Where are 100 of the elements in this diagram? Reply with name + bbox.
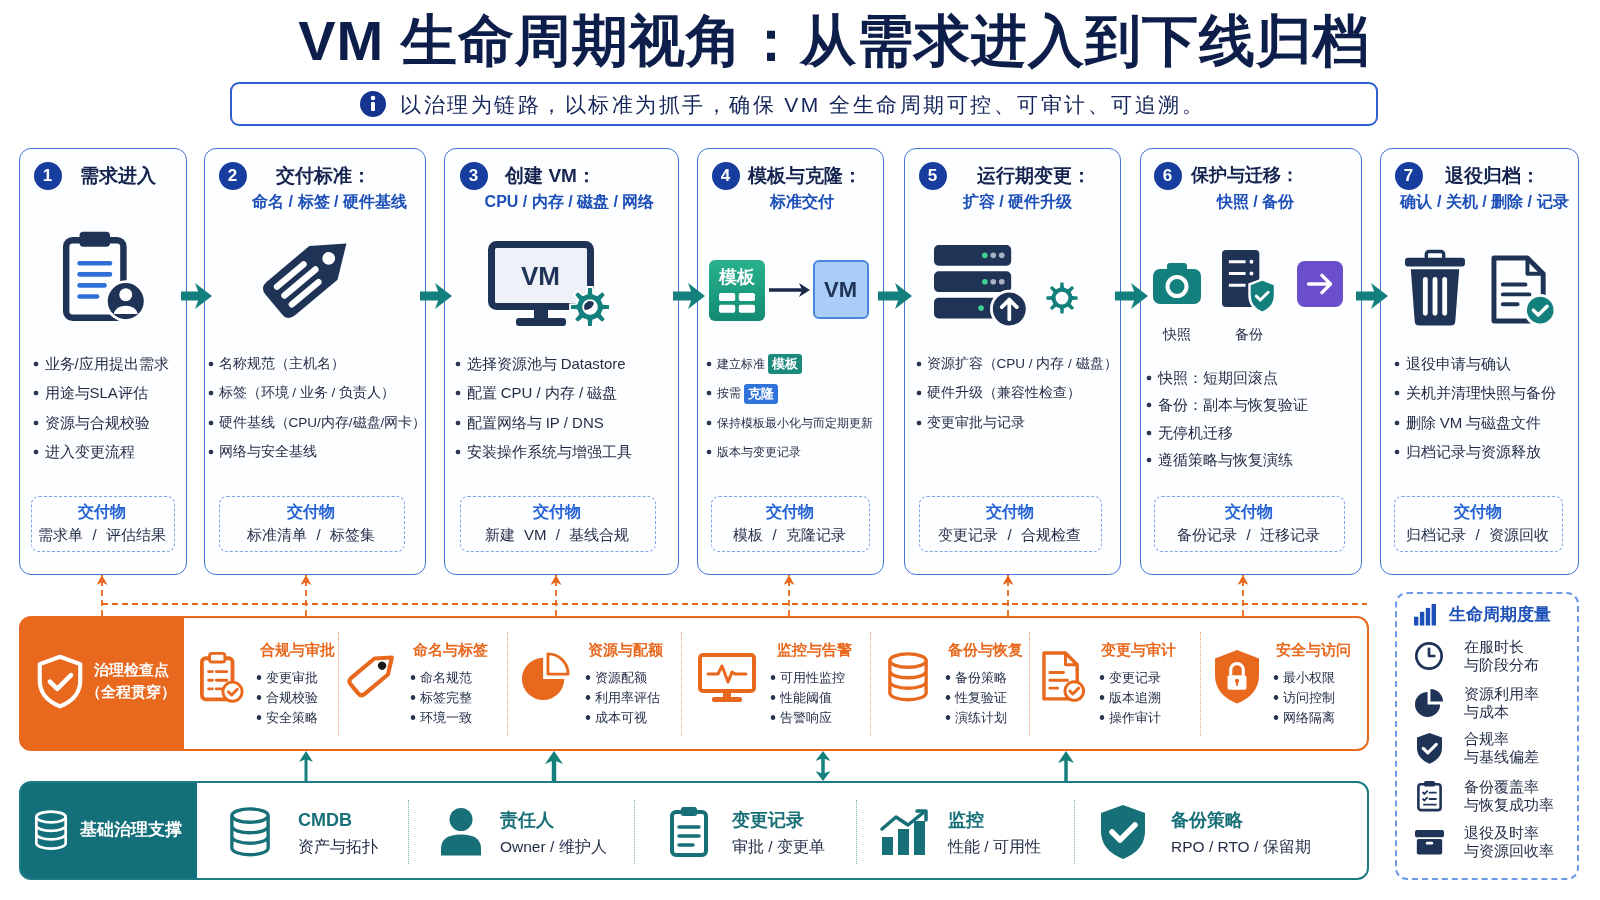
- section-heading: 安全与访问: [1276, 640, 1351, 660]
- page-title: VM 生命周期视角：从需求进入到下线归档: [298, 8, 1370, 74]
- arrow: [181, 283, 212, 309]
- bullet-item: 备份策略: [945, 668, 1007, 686]
- deliverable-heading: 交付物: [78, 501, 126, 522]
- bullet-item: 遵循策略与恢复演练: [1145, 450, 1293, 471]
- section-heading: 命名与标签: [413, 640, 488, 660]
- section-text: 审批 / 变更单: [732, 837, 825, 857]
- tile-label: 模板: [718, 266, 755, 289]
- section-text: 性能 / 可用性: [948, 837, 1041, 857]
- stage-title: 保护与迁移：: [1190, 164, 1299, 187]
- stage-title: 交付标准：: [276, 164, 371, 188]
- band-title: 治理检查点（全程贯穿）: [85, 660, 177, 702]
- section-text: Owner / 维护人: [500, 837, 607, 857]
- bullet-item: 网络与安全基线: [207, 443, 317, 461]
- section-heading: 变更与审计: [1101, 640, 1176, 660]
- bullet-item: 环境一致: [410, 708, 472, 726]
- deliverable-text: 归档记录 / 资源回收: [1406, 525, 1549, 545]
- arrow: [673, 283, 705, 309]
- step-number: 5: [918, 161, 947, 190]
- stage-card: [1140, 148, 1362, 575]
- bullet-item: 用途与SLA评估: [32, 383, 148, 403]
- stage-title: 退役归档：: [1445, 164, 1540, 188]
- bullet-item: 安装操作系统与增强工具: [454, 442, 632, 462]
- metric-text: 备份覆盖率与恢复成功率: [1464, 778, 1555, 814]
- banner-text: 以治理为链路，以标准为抓手，确保 VM 全生命周期可控、可审计、可追溯。: [400, 91, 1206, 118]
- dashed-arrow: [783, 574, 795, 617]
- bullet-item: 性能阈值: [770, 688, 832, 706]
- bullet-item: 资源与合规校验: [32, 412, 150, 433]
- band-title: 基础治理支撑: [80, 819, 182, 841]
- metric-text: 资源利用率与成本: [1464, 685, 1540, 721]
- bullet-item: 资源配额: [585, 668, 647, 686]
- stage-title: 运行期变更：: [976, 164, 1091, 188]
- governance-band: [19, 616, 1369, 751]
- deliverable-heading: 交付物: [1453, 501, 1502, 522]
- section-heading: 资源与配额: [588, 640, 663, 660]
- bullet-item: 变更记录: [1099, 668, 1161, 686]
- panel-heading: 生命周期度量: [1449, 604, 1551, 626]
- deliverable-box: [1153, 495, 1345, 552]
- section-heading: 责任人: [500, 808, 554, 832]
- bullet-item: 安全策略: [256, 708, 318, 726]
- arrow: [1356, 283, 1388, 309]
- dashed-arrow: [1237, 574, 1249, 617]
- section-text: RPO / RTO / 保留期: [1171, 837, 1311, 857]
- bullet-item: 演练计划: [945, 708, 1007, 726]
- deliverable-text: 备份记录 / 迁移记录: [1177, 525, 1320, 545]
- section-heading: 备份策略: [1171, 808, 1243, 832]
- step-number: 7: [1394, 161, 1423, 190]
- section-heading: 监控与告警: [777, 640, 852, 660]
- arrow: [299, 751, 313, 781]
- bullet-item: 保持模板最小化与而定期更新: [705, 414, 873, 431]
- stage-subtitle: 快照 / 备份: [1216, 192, 1295, 212]
- bullet-item: 按需: [705, 385, 741, 401]
- banner-box: [230, 82, 1378, 126]
- bullet-item: 变更审批与记录: [915, 413, 1025, 432]
- bullet-item: 归档记录与资源释放: [1393, 442, 1541, 462]
- stage-card: [697, 148, 884, 575]
- screen-label: VM: [521, 259, 560, 293]
- bullet-item: 关机并清理快照与备份: [1393, 383, 1556, 403]
- bullet-item: 合规校验: [256, 688, 318, 706]
- bullet-item: 退役申请与确认: [1393, 353, 1511, 374]
- highlight-tag: 克隆: [743, 383, 778, 404]
- stage-subtitle: 命名 / 标签 / 硬件基线: [252, 192, 407, 212]
- bullet-item: 建立标准: [705, 355, 765, 372]
- bullet-item: 操作审计: [1099, 708, 1161, 726]
- bullet-item: 变更审批: [256, 668, 318, 686]
- deliverable-heading: 交付物: [765, 501, 814, 522]
- arrow: [815, 751, 831, 781]
- bullet-item: 可用性监控: [770, 668, 845, 686]
- stage-title: 创建 VM：: [505, 164, 596, 188]
- metric-text: 退役及时率与资源回收率: [1464, 824, 1555, 860]
- foundation-band: [19, 781, 1369, 880]
- stage-subtitle: CPU / 内存 / 磁盘 / 网络: [484, 192, 655, 212]
- stage-card: [904, 148, 1121, 575]
- bullet-item: 快照：短期回滚点: [1145, 367, 1278, 388]
- deliverable-box: [459, 495, 656, 552]
- stage-subtitle: 标准交付: [769, 192, 834, 212]
- deliverable-box: [918, 495, 1102, 552]
- stage-card: [204, 148, 426, 575]
- stage-subtitle: 扩容 / 硬件升级: [962, 192, 1073, 212]
- step-number: 3: [459, 161, 488, 190]
- bullet-item: 成本可视: [585, 708, 647, 726]
- section-heading: 备份与恢复: [948, 640, 1023, 660]
- section-heading: 监控: [948, 808, 984, 832]
- icon-caption: 备份: [1234, 324, 1263, 343]
- step-number: 1: [33, 161, 62, 190]
- bullet-item: 删除 VM 与磁盘文件: [1393, 412, 1542, 433]
- arrow: [1115, 283, 1148, 309]
- arrow: [545, 751, 563, 781]
- icon-caption: 快照: [1162, 324, 1191, 343]
- arrow: [878, 283, 912, 309]
- stage-subtitle: 确认 / 关机 / 删除 / 记录: [1400, 192, 1569, 212]
- bullet-item: 告警响应: [770, 708, 832, 726]
- bullet-item: 版本与变更记录: [705, 444, 801, 460]
- deliverable-text: 模板 / 克隆记录: [733, 525, 846, 545]
- arrow: [769, 283, 810, 297]
- deliverable-box: [30, 495, 175, 552]
- stage-title: 模板与克隆：: [747, 164, 862, 188]
- bullet-item: 配置网络与 IP / DNS: [454, 412, 604, 433]
- step-number: 4: [711, 161, 740, 190]
